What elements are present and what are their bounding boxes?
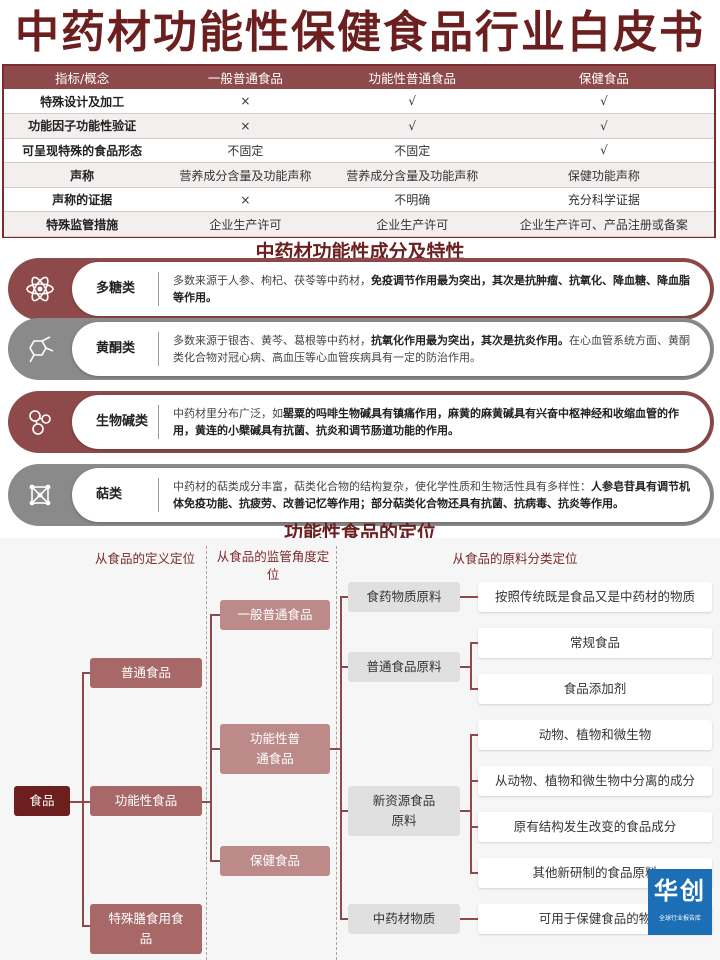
table-cell: 不明确 (330, 187, 494, 213)
section-title-ingredients: 中药材功能性成分及特性 (255, 241, 465, 263)
card-terpenoids: 萜类 中药材的萜类成分丰富，萜类化合物的结构复杂，使化学性质和生物活性具有多样性… (8, 464, 714, 526)
node-food: 食品 (14, 786, 70, 816)
logo-subtext: 全球行业报告库 (658, 915, 701, 922)
detail-item: 按照传统既是食品又是中药材的物质 (478, 582, 712, 612)
detail-item: 从动物、植物和微生物中分离的成分 (478, 766, 712, 796)
card-description: 多数来源于银杏、黄芩、葛根等中药材，抗氧化作用最为突出，其次是抗炎作用。在心血管… (173, 334, 690, 364)
table-cell: 特殊监管措施 (4, 211, 161, 238)
table-row: 可呈现特殊的食品形态 不固定 不固定 √ (4, 138, 714, 164)
comparison-table: 指标/概念 一般普通食品 功能性普通食品 保健食品 特殊设计及加工 × √ √ … (2, 64, 716, 238)
card-name: 多糖类 (96, 281, 136, 296)
node-general-food: 普通食品 (90, 658, 202, 688)
table-row: 声称 营养成分含量及功能声称 营养成分含量及功能声称 保健功能声称 (4, 162, 714, 188)
table-cell: 充分科学证据 (493, 187, 714, 213)
table-header: 指标/概念 (4, 66, 161, 89)
table-cell: 可呈现特殊的食品形态 (4, 138, 161, 164)
detail-item: 食品添加剂 (478, 674, 712, 704)
table-header: 功能性普通食品 (330, 66, 494, 89)
atom-icon (26, 276, 54, 302)
table-cell: 营养成分含量及功能声称 (330, 162, 494, 188)
table-row: 特殊设计及加工 × √ √ (4, 89, 714, 115)
compound-icon (29, 410, 51, 435)
table-cell: √ (493, 89, 714, 115)
table-cell: 企业生产许可 (160, 211, 331, 238)
node-ordinary-material: 普通食品原料 (348, 652, 460, 682)
node-special-dietary-food: 特殊膳食用食品 (90, 904, 202, 954)
card-description: 中药材的萜类成分丰富，萜类化合物的结构复杂，使化学性质和生物活性具有多样性：人参… (173, 480, 690, 510)
card-name: 生物碱类 (96, 414, 149, 429)
column-header: 从食品的原料分类定位 (452, 551, 578, 566)
table-row: 特殊监管措施 企业生产许可 企业生产许可 企业生产许可、产品注册或备案 (4, 211, 714, 238)
table-cell: 声称 (4, 162, 161, 188)
node-health-food: 保健食品 (220, 846, 330, 876)
molecule-icon (29, 336, 54, 363)
card-alkaloids: 生物碱类 中药材里分布广泛，如罂粟的吗啡生物碱具有镇痛作用，麻黄的麻黄碱具有兴奋… (8, 391, 714, 453)
table-cell: 特殊设计及加工 (4, 89, 161, 115)
card-name: 黄酮类 (96, 341, 136, 356)
brand-logo: 华创 全球行业报告库 (648, 869, 712, 935)
node-herbal-material: 中药材物质 (348, 904, 460, 934)
node-functional-ordinary-food: 功能性普通食品 (220, 724, 330, 774)
positioning-diagram: 从食品的定义定位 从食品的监管角度定位 从食品的原料分类定位 食品 普通食品 功… (0, 538, 720, 960)
node-food-medicine-material: 食药物质原料 (348, 582, 460, 612)
detail-item: 原有结构发生改变的食品成分 (478, 812, 712, 842)
node-functional-food: 功能性食品 (90, 786, 202, 816)
table-row: 声称的证据 × 不明确 充分科学证据 (4, 187, 714, 213)
table-cell: 不固定 (330, 138, 494, 164)
network-icon (29, 484, 51, 506)
table-cell: √ (330, 113, 494, 139)
table-cell: 不固定 (160, 138, 331, 164)
table-cell: 功能因子功能性验证 (4, 113, 161, 139)
table-cell: √ (493, 113, 714, 139)
table-cell: × (160, 89, 331, 115)
card-name: 萜类 (96, 487, 123, 502)
table-cell: × (160, 187, 331, 213)
card-description: 多数来源于人参、枸杞、茯苓等中药材，免疫调节作用最为突出，其次是抗肿瘤、抗氧化、… (173, 274, 690, 304)
table-row: 功能因子功能性验证 × √ √ (4, 113, 714, 139)
logo-text: 华创 (654, 877, 706, 905)
table-cell: 营养成分含量及功能声称 (160, 162, 331, 188)
table-cell: × (160, 113, 331, 139)
detail-item: 常规食品 (478, 628, 712, 658)
table-cell: 企业生产许可 (330, 211, 494, 238)
node-new-resource-material: 新资源食品原料 (348, 786, 460, 836)
card-flavonoids: 黄酮类 多数来源于银杏、黄芩、葛根等中药材，抗氧化作用最为突出，其次是抗炎作用。… (8, 318, 714, 380)
table-cell: 企业生产许可、产品注册或备案 (493, 211, 714, 238)
column-header: 从食品的监管角度定位 (216, 549, 330, 582)
detail-item: 动物、植物和微生物 (478, 720, 712, 750)
table-header: 一般普通食品 (160, 66, 331, 89)
table-header: 保健食品 (493, 66, 714, 89)
table-cell: √ (493, 138, 714, 164)
table-cell: 保健功能声称 (493, 162, 714, 188)
table-cell: 声称的证据 (4, 187, 161, 213)
card-description: 中药材里分布广泛，如罂粟的吗啡生物碱具有镇痛作用，麻黄的麻黄碱具有兴奋中枢神经和… (173, 407, 679, 437)
table-cell: √ (330, 89, 494, 115)
page-title: 中药材功能性保健食品行业白皮书 (15, 7, 705, 58)
node-ordinary-food: 一般普通食品 (220, 600, 330, 630)
column-header: 从食品的定义定位 (94, 551, 195, 566)
card-polysaccharides: 多糖类 多数来源于人参、枸杞、茯苓等中药材，免疫调节作用最为突出，其次是抗肿瘤、… (8, 258, 714, 320)
